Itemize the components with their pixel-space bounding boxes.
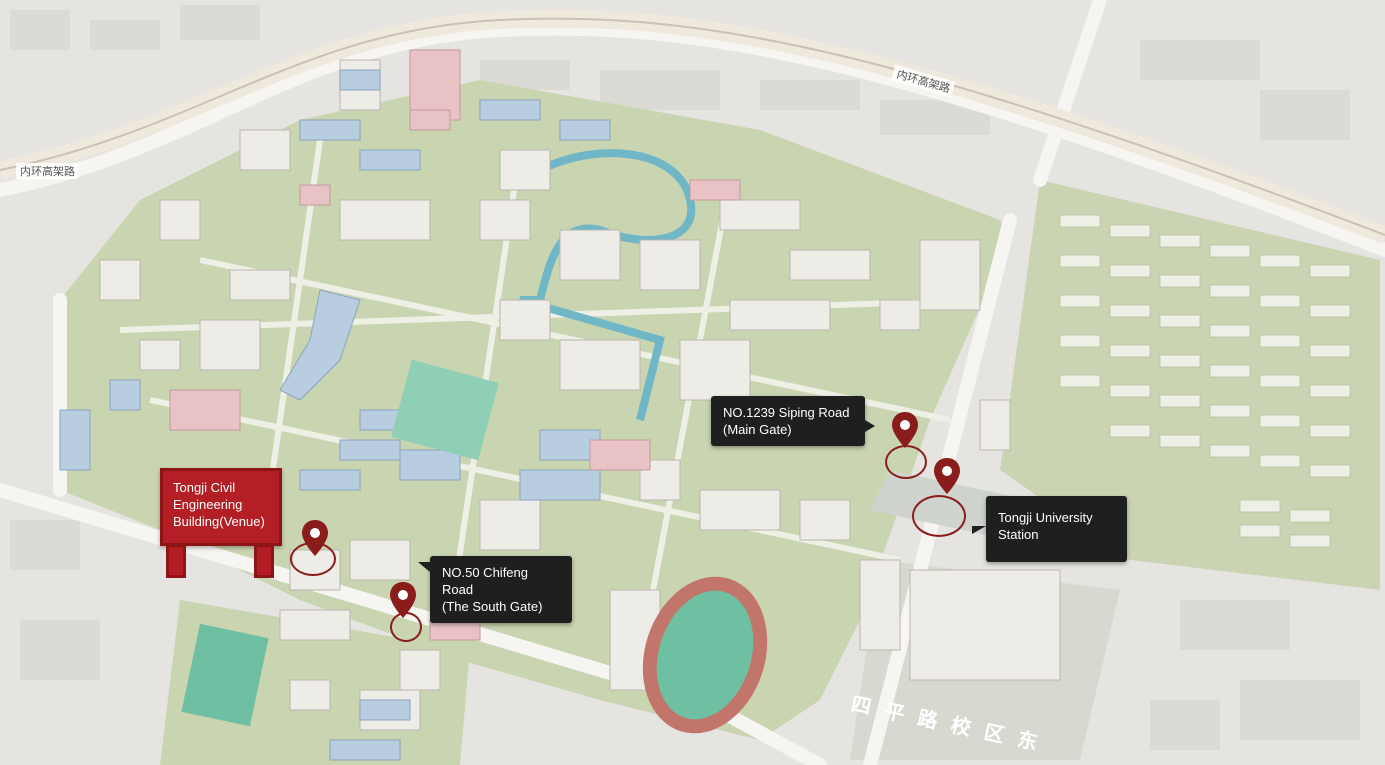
station-callout[interactable]: Tongji University Station [972, 496, 1127, 562]
main-gate-map-pin-icon[interactable] [892, 412, 918, 448]
venue-sign-board: Tongji Civil Engineering Building(Venue) [160, 468, 282, 546]
road-label-inner-ring-west: 内环高架路 [20, 164, 75, 178]
venue-sign-leg-left [166, 544, 186, 578]
venue-sign[interactable]: Tongji Civil Engineering Building(Venue) [160, 468, 282, 580]
station-location-ring [912, 495, 966, 537]
venue-map-pin-icon[interactable] [302, 520, 328, 556]
south-gate-callout[interactable]: NO.50 Chifeng Road (The South Gate) [418, 556, 572, 623]
main-gate-location-ring [885, 445, 927, 479]
south-gate-map-pin-icon[interactable] [390, 582, 416, 618]
venue-sign-leg-right [254, 544, 274, 578]
station-map-pin-icon[interactable] [934, 458, 960, 494]
venue-label: Tongji Civil Engineering Building(Venue) [173, 480, 265, 529]
main-gate-callout[interactable]: NO.1239 Siping Road (Main Gate) [711, 396, 875, 446]
